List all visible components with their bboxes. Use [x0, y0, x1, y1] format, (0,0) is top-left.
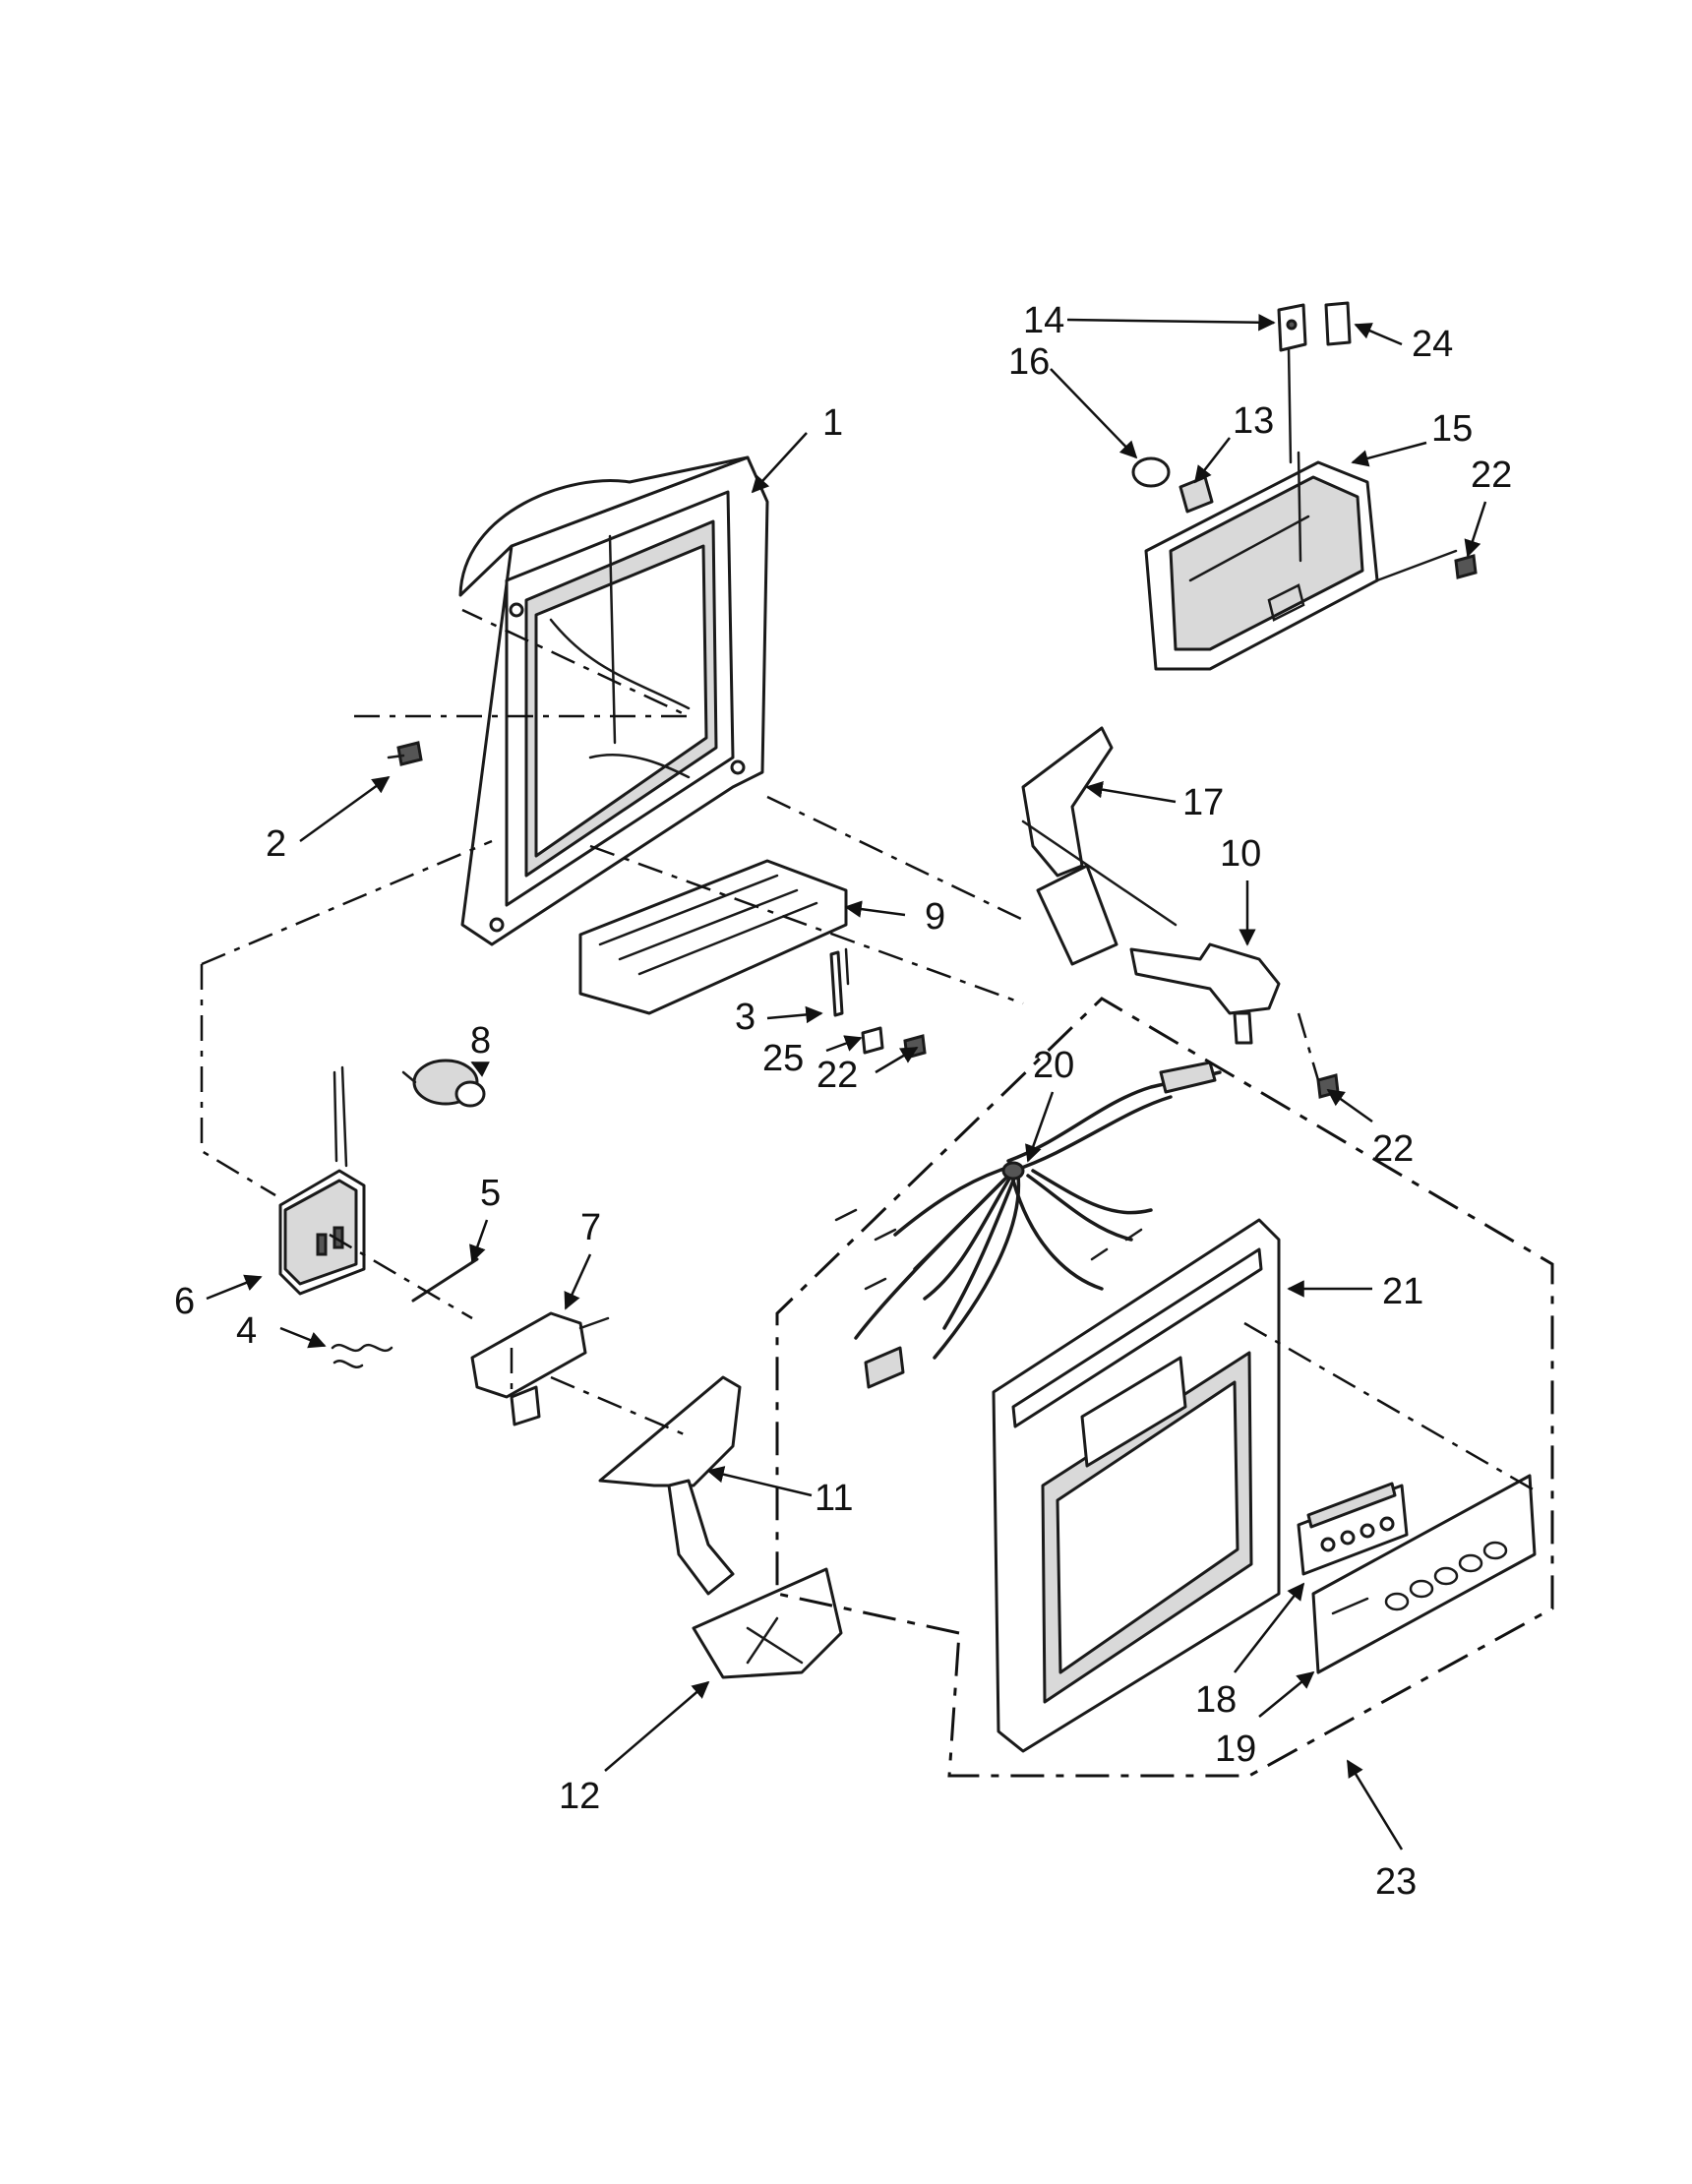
part-9-chute-door [578, 859, 848, 1015]
explosion-lines [200, 346, 1536, 1492]
callout-9: 9 [925, 896, 945, 938]
part-12-tray [692, 1567, 843, 1679]
part-2-screw [387, 741, 423, 766]
part-25-pad [861, 1026, 884, 1055]
part-5-pin [411, 1257, 479, 1303]
part-8-solenoid [401, 1059, 486, 1108]
part-10-lever-arm [1129, 942, 1281, 1045]
callout-21: 21 [1382, 1271, 1423, 1312]
callout-2: 2 [266, 823, 286, 865]
callout-1: 1 [822, 402, 843, 444]
callout-6: 6 [174, 1281, 195, 1322]
callout-4: 4 [236, 1310, 257, 1352]
callout-15: 15 [1431, 408, 1473, 450]
callout-11: 11 [815, 1478, 853, 1519]
callout-5: 5 [480, 1173, 501, 1214]
callout-20: 20 [1033, 1045, 1074, 1086]
callout-8: 8 [470, 1020, 491, 1062]
callout-18: 18 [1195, 1679, 1237, 1721]
part-4-spring [331, 1343, 393, 1368]
part-20-wire-harness [834, 1061, 1222, 1389]
part-16-lamp-bulb [1131, 456, 1171, 488]
callout-17: 17 [1182, 782, 1224, 823]
part-22-screw-a [1454, 554, 1478, 579]
callout-19: 19 [1215, 1729, 1256, 1770]
part-18-control-board [1297, 1482, 1409, 1576]
part-19-overlay [1311, 1474, 1537, 1674]
callout-25: 25 [762, 1038, 804, 1079]
part-6-module [278, 1065, 366, 1296]
callout-22-b: 22 [816, 1055, 858, 1096]
part-17-actuator-lever [1021, 726, 1118, 966]
callout-7: 7 [580, 1207, 601, 1248]
callout-leaders [206, 314, 1487, 1850]
part-11-paddle [598, 1375, 742, 1596]
part-3-clip [829, 947, 850, 1017]
callout-22-a: 22 [1471, 455, 1512, 496]
callout-3: 3 [735, 997, 755, 1038]
callout-13: 13 [1233, 400, 1274, 442]
callout-24: 24 [1412, 324, 1453, 365]
part-1-dispenser-housing [458, 455, 769, 946]
callout-12: 12 [559, 1776, 600, 1817]
callout-14: 14 [1023, 300, 1064, 341]
callout-22-c: 22 [1372, 1128, 1414, 1170]
callout-23: 23 [1375, 1861, 1417, 1903]
part-14-switch [1277, 303, 1307, 352]
callout-16: 16 [1008, 341, 1050, 383]
part-7-bracket [470, 1311, 610, 1426]
part-15-control-housing [1144, 451, 1379, 671]
part-24-cover [1324, 301, 1352, 346]
callout-10: 10 [1220, 833, 1261, 875]
assembly-outline-23 [775, 997, 1554, 1778]
callout-numbers: 1 2 3 4 5 6 7 8 9 10 11 12 13 14 15 16 1… [174, 300, 1512, 1903]
part-21-front-panel [992, 1218, 1281, 1753]
